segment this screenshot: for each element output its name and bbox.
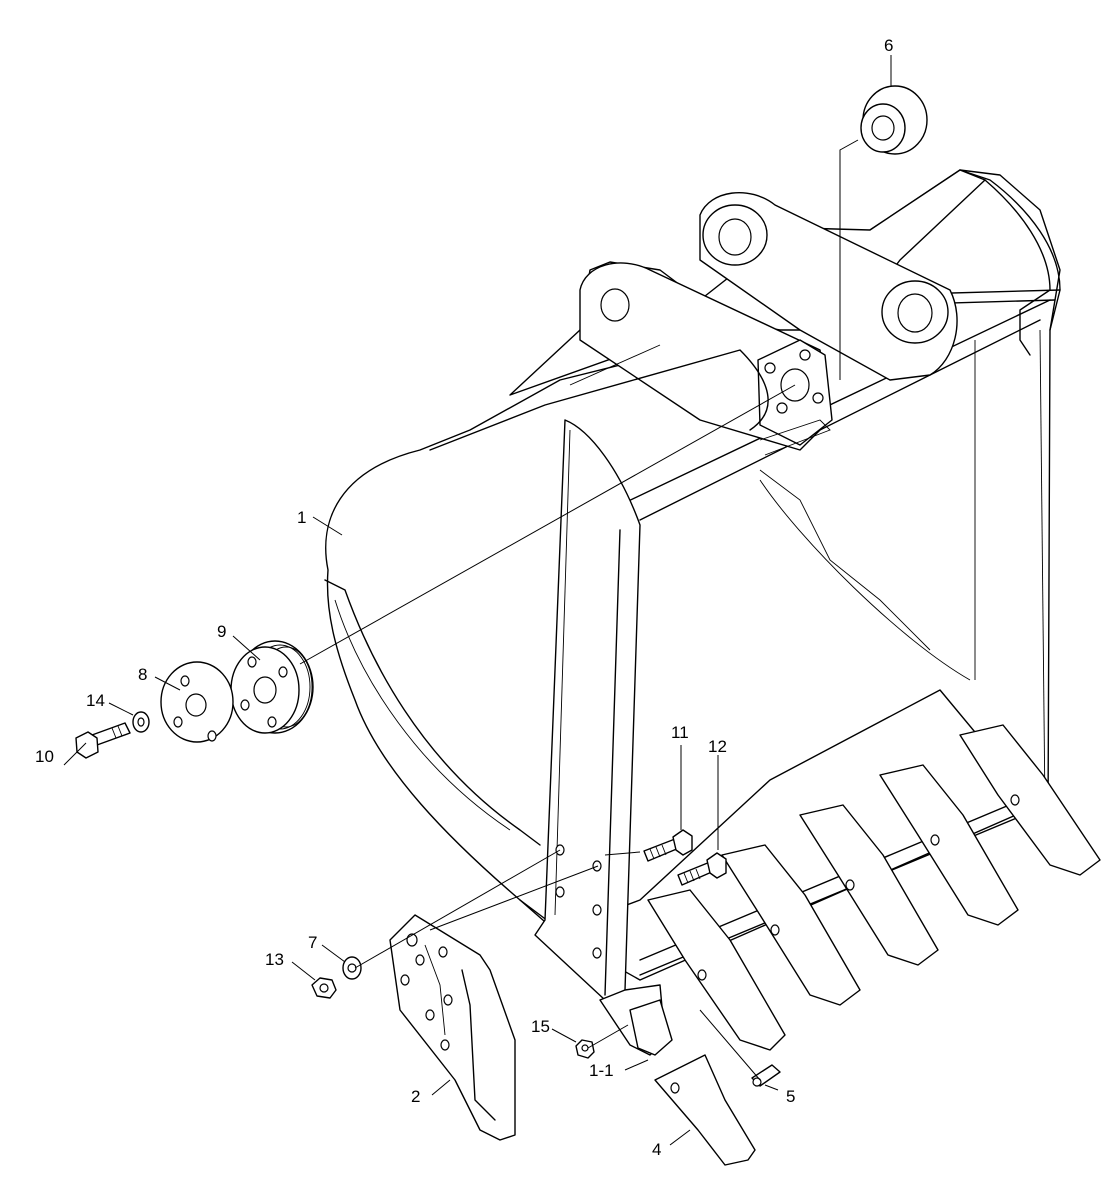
part-2-side-cutter: [389, 914, 516, 1141]
part-9-boss: [230, 640, 314, 734]
part-11-bolt: [643, 829, 693, 862]
label-part-12: 12: [708, 737, 727, 756]
part-13-nut: [311, 977, 337, 999]
part-14-washer: [132, 711, 150, 733]
assembly-lines: [299, 139, 859, 1081]
part-5-pin: [751, 1064, 781, 1087]
label-leaders: [63, 55, 892, 1146]
label-part-2: 2: [411, 1087, 420, 1106]
label-part-8: 8: [138, 665, 147, 684]
part-7-washer: [342, 956, 362, 980]
label-part-7: 7: [308, 933, 317, 952]
label-part-13: 13: [265, 950, 284, 969]
label-part-14: 14: [86, 691, 105, 710]
label-part-5: 5: [786, 1087, 795, 1106]
part-12-bolt: [677, 852, 727, 886]
label-part-6: 6: [884, 36, 893, 55]
bucket-body: [324, 169, 1061, 1056]
part-8-plate: [160, 661, 234, 743]
label-part-9: 9: [217, 622, 226, 641]
label-part-15: 15: [531, 1017, 550, 1036]
label-part-11: 11: [671, 723, 689, 742]
part-4-tooth-tip: [654, 1054, 756, 1166]
teeth-row: [647, 724, 1101, 1051]
label-part-4: 4: [652, 1140, 661, 1159]
label-part-10: 10: [35, 747, 54, 766]
label-part-1-1: 1-1: [589, 1061, 614, 1080]
part-6-bushing: [860, 85, 928, 155]
label-part-1: 1: [297, 508, 306, 527]
part-10-bolt: [75, 722, 131, 759]
part-labels: 1 6 9 8 14 10 11 12 7 13 15 1-1 2 4 5: [35, 36, 893, 1159]
part-15-nut: [575, 1039, 595, 1059]
part-1-1-adapter: [629, 999, 673, 1056]
